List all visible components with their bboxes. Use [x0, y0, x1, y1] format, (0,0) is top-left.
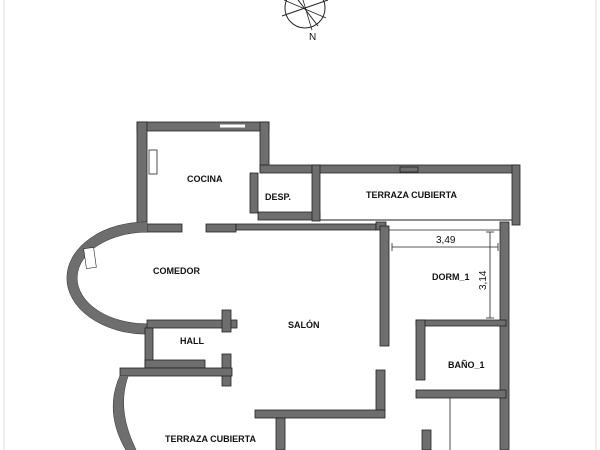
room-label-despensa: DESP. [265, 192, 291, 202]
dimension-height-label: 3,14 [478, 270, 489, 290]
bottom-terrace-curve-outer [123, 375, 137, 450]
bottom-terrace-curve-wall [113, 376, 136, 450]
room-label-hall: HALL [180, 336, 204, 346]
dining-bay-wall [67, 222, 147, 334]
room-label-terraza-bottom: TERRAZA CUBIERTA [165, 434, 256, 444]
dimension-width-label: 3,49 [436, 235, 456, 246]
wall-main-body [235, 221, 510, 450]
room-label-salon: SALÓN [288, 319, 320, 330]
room-label-terraza-top: TERRAZA CUBIERTA [366, 190, 457, 200]
wall-kitchen-block [136, 121, 321, 233]
kitchen-window [148, 149, 158, 175]
north-label: N [309, 32, 316, 43]
compass-rose-icon [281, 0, 329, 31]
dining-bay-window [83, 247, 97, 269]
wall-hall [119, 309, 233, 387]
wall-dining-bottom [146, 319, 238, 329]
room-label-cocina: COCINA [187, 174, 223, 184]
room-label-bano-1: BAÑO_1 [448, 360, 485, 370]
dimension-height [486, 231, 494, 319]
dimension-width [391, 243, 499, 251]
room-label-comedor: COMEDOR [153, 266, 201, 276]
wall-top-terrace [311, 164, 521, 226]
room-label-dorm-1: DORM_1 [432, 272, 470, 282]
